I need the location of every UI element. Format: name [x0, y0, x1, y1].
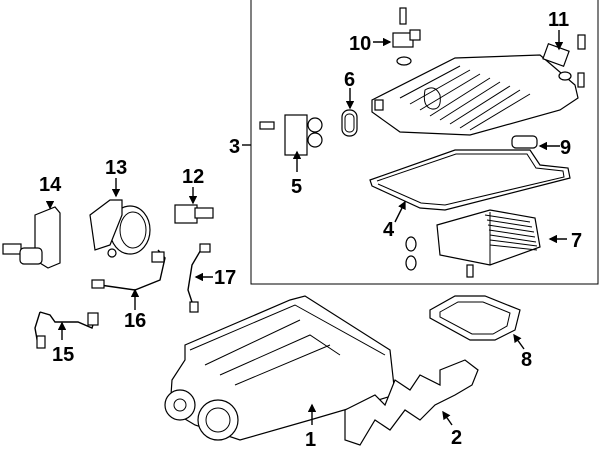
- leader-4: [394, 200, 406, 223]
- callout-16: 16: [124, 310, 146, 332]
- bypass-actuator: [2, 206, 61, 269]
- upper-gasket: [369, 149, 571, 211]
- callout-7: 7: [571, 230, 582, 252]
- callout-17: 17: [214, 267, 236, 289]
- solenoid: [174, 204, 214, 224]
- o-ring-6: [341, 109, 358, 137]
- callout-3: 3: [229, 136, 240, 158]
- intercooler: [405, 209, 541, 278]
- callout-15: 15: [52, 344, 74, 366]
- wire-harness-17: [187, 247, 203, 306]
- callout-5: 5: [291, 176, 302, 198]
- callout-10: 10: [349, 33, 371, 55]
- callout-8: 8: [521, 349, 532, 371]
- callout-4: 4: [383, 219, 395, 241]
- bolt-icon: [259, 121, 275, 130]
- callout-2: 2: [451, 427, 462, 449]
- manifold-gasket: [344, 359, 479, 446]
- supercharger-housing: [164, 295, 396, 441]
- callout-6: 6: [344, 69, 355, 91]
- lower-gasket: [429, 295, 521, 341]
- callout-13: 13: [105, 157, 127, 179]
- callout-12: 12: [182, 166, 204, 188]
- leader-2: [442, 410, 453, 426]
- map-sensor: [392, 7, 421, 66]
- callout-1: 1: [305, 429, 316, 451]
- callout-9: 9: [560, 137, 571, 159]
- sensor-9: [511, 135, 538, 149]
- intake-manifold: [371, 54, 579, 136]
- leader-8: [513, 333, 525, 350]
- throttle-body: [89, 199, 151, 258]
- callout-14: 14: [39, 174, 62, 196]
- callout-11: 11: [548, 9, 569, 31]
- group-box: [250, 0, 599, 285]
- throttle-body-bracket: [259, 114, 323, 156]
